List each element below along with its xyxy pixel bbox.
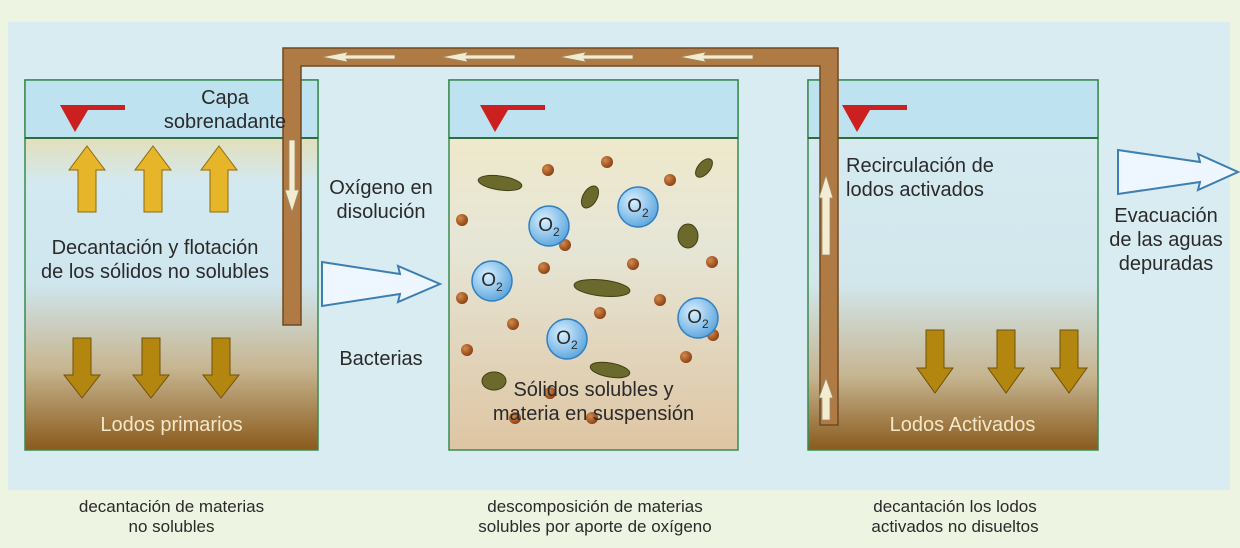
soluble-solids-label: Sólidos solubles y materia en suspensión <box>492 379 695 425</box>
oxygen-bubble-icon <box>471 186 719 360</box>
upward-arrow-icon <box>68 145 238 213</box>
flow-arrow-icon <box>321 260 443 308</box>
supernatant-label: Capa sobrenadante <box>163 87 287 133</box>
tank-aeration <box>448 79 739 451</box>
caption-stage-1: decantación de materias no solubles <box>78 497 265 537</box>
water-level-marker-icon <box>60 105 125 132</box>
outflow-arrow-icon <box>1117 148 1240 196</box>
downward-arrow-icon <box>916 329 1088 394</box>
oxygen-dissolution-label: Oxígeno en disolución <box>329 177 433 223</box>
downward-arrow-icon <box>62 337 241 399</box>
bacteria-cluster <box>477 158 713 391</box>
evacuation-label: Evacuación de las aguas depuradas <box>1109 205 1223 275</box>
bacteria-label: Bacterias <box>339 348 423 370</box>
particle-dots <box>456 156 719 424</box>
caption-stage-3: decantación los lodos activados no disue… <box>871 497 1039 537</box>
oxygen-label: O2 <box>687 307 709 331</box>
recirculation-label: Recirculación de lodos activados <box>846 155 994 201</box>
recirculation-pipe <box>282 47 839 426</box>
oxygen-label: O2 <box>627 196 649 220</box>
oxygen-label: O2 <box>481 270 503 294</box>
water-level-marker-icon <box>842 105 907 132</box>
oxygen-label: O2 <box>556 328 578 352</box>
water-level-marker-icon <box>480 105 545 132</box>
decantation-label: Decantación y flotación de los sólidos n… <box>41 237 269 283</box>
tank-secondary <box>807 79 1099 451</box>
primary-sludge-label: Lodos primarios <box>100 414 243 436</box>
activated-sludge-label: Lodos Activados <box>889 414 1036 436</box>
caption-stage-2: descomposición de materias solubles por … <box>478 497 712 537</box>
oxygen-label: O2 <box>538 215 560 239</box>
tank-primary <box>24 79 319 451</box>
